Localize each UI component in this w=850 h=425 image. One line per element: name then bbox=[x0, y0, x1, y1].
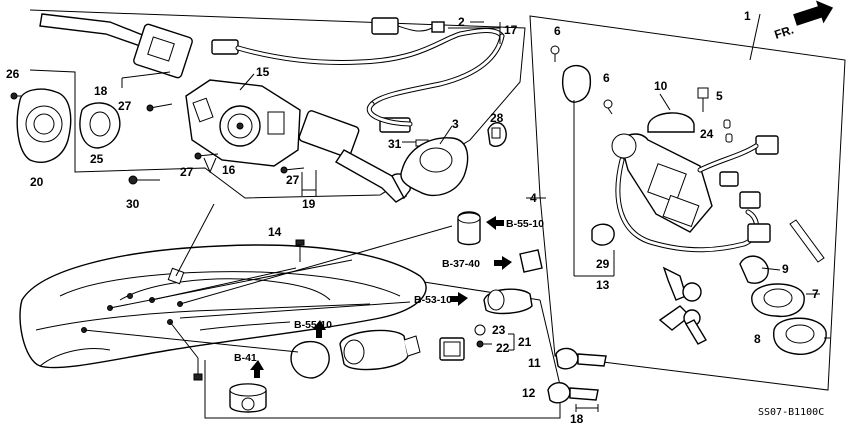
callout-27a: 27 bbox=[118, 99, 132, 113]
combination-switch-assembly bbox=[39, 13, 507, 203]
ref-b-55-10-top: B-55-10 bbox=[506, 218, 544, 230]
section-references: B-55-10 B-37-40 B-53-10 B-55-10 B-41 bbox=[234, 218, 544, 364]
callout-7: 7 bbox=[812, 287, 819, 301]
callout-19: 19 bbox=[302, 197, 316, 211]
callout-8: 8 bbox=[754, 332, 761, 346]
ref-b-53-10: B-53-10 bbox=[414, 294, 452, 306]
callout-21: 21 bbox=[518, 335, 532, 349]
group-outlines bbox=[29, 9, 846, 419]
callout-18a: 18 bbox=[94, 84, 108, 98]
callout-17: 17 bbox=[504, 23, 518, 37]
front-label: FR. bbox=[773, 23, 796, 42]
ref-b-55-10-bottom: B-55-10 bbox=[294, 319, 332, 331]
callout-12: 12 bbox=[522, 386, 536, 400]
ref-arrows bbox=[250, 216, 512, 378]
callout-4: 4 bbox=[530, 191, 537, 205]
callout-3: 3 bbox=[452, 117, 459, 131]
callout-18b: 18 bbox=[570, 412, 584, 425]
callout-14: 14 bbox=[268, 225, 282, 239]
callout-28: 28 bbox=[490, 111, 504, 125]
screws-27 bbox=[146, 103, 305, 174]
front-direction-arrow bbox=[793, 0, 834, 26]
callout-20: 20 bbox=[30, 175, 44, 189]
callout-29: 29 bbox=[596, 257, 610, 271]
callout-5: 5 bbox=[716, 89, 723, 103]
callout-11: 11 bbox=[528, 356, 541, 370]
callout-13: 13 bbox=[596, 278, 610, 292]
callout-27c: 27 bbox=[286, 173, 300, 187]
ref-b-37-40: B-37-40 bbox=[442, 258, 480, 270]
callout-6b: 6 bbox=[603, 71, 610, 85]
ignition-switch-assembly bbox=[550, 45, 827, 355]
callout-2: 2 bbox=[458, 15, 465, 29]
callout-22: 22 bbox=[496, 341, 510, 355]
callout-1: 1 bbox=[744, 9, 751, 23]
callout-23: 23 bbox=[492, 323, 506, 337]
ref-b-41: B-41 bbox=[234, 352, 257, 364]
callout-24: 24 bbox=[700, 127, 714, 141]
callout-26: 26 bbox=[6, 67, 20, 81]
steering-parts-left bbox=[10, 88, 160, 185]
diagram-code: SS07-B1100C bbox=[758, 407, 824, 418]
callout-15: 15 bbox=[256, 65, 270, 79]
callout-31: 31 bbox=[388, 137, 402, 151]
callout-16: 16 bbox=[222, 163, 236, 177]
callout-25: 25 bbox=[90, 152, 104, 166]
callout-30: 30 bbox=[126, 197, 140, 211]
callout-27b: 27 bbox=[180, 165, 194, 179]
lock-cylinders bbox=[193, 211, 607, 413]
callout-numbers: 1 2 3 4 5 6 6 7 8 9 10 11 12 13 14 15 16… bbox=[6, 9, 819, 425]
callout-10: 10 bbox=[654, 79, 668, 93]
callout-6a: 6 bbox=[554, 24, 561, 38]
callout-9: 9 bbox=[782, 262, 789, 276]
leader-lines bbox=[83, 13, 830, 359]
